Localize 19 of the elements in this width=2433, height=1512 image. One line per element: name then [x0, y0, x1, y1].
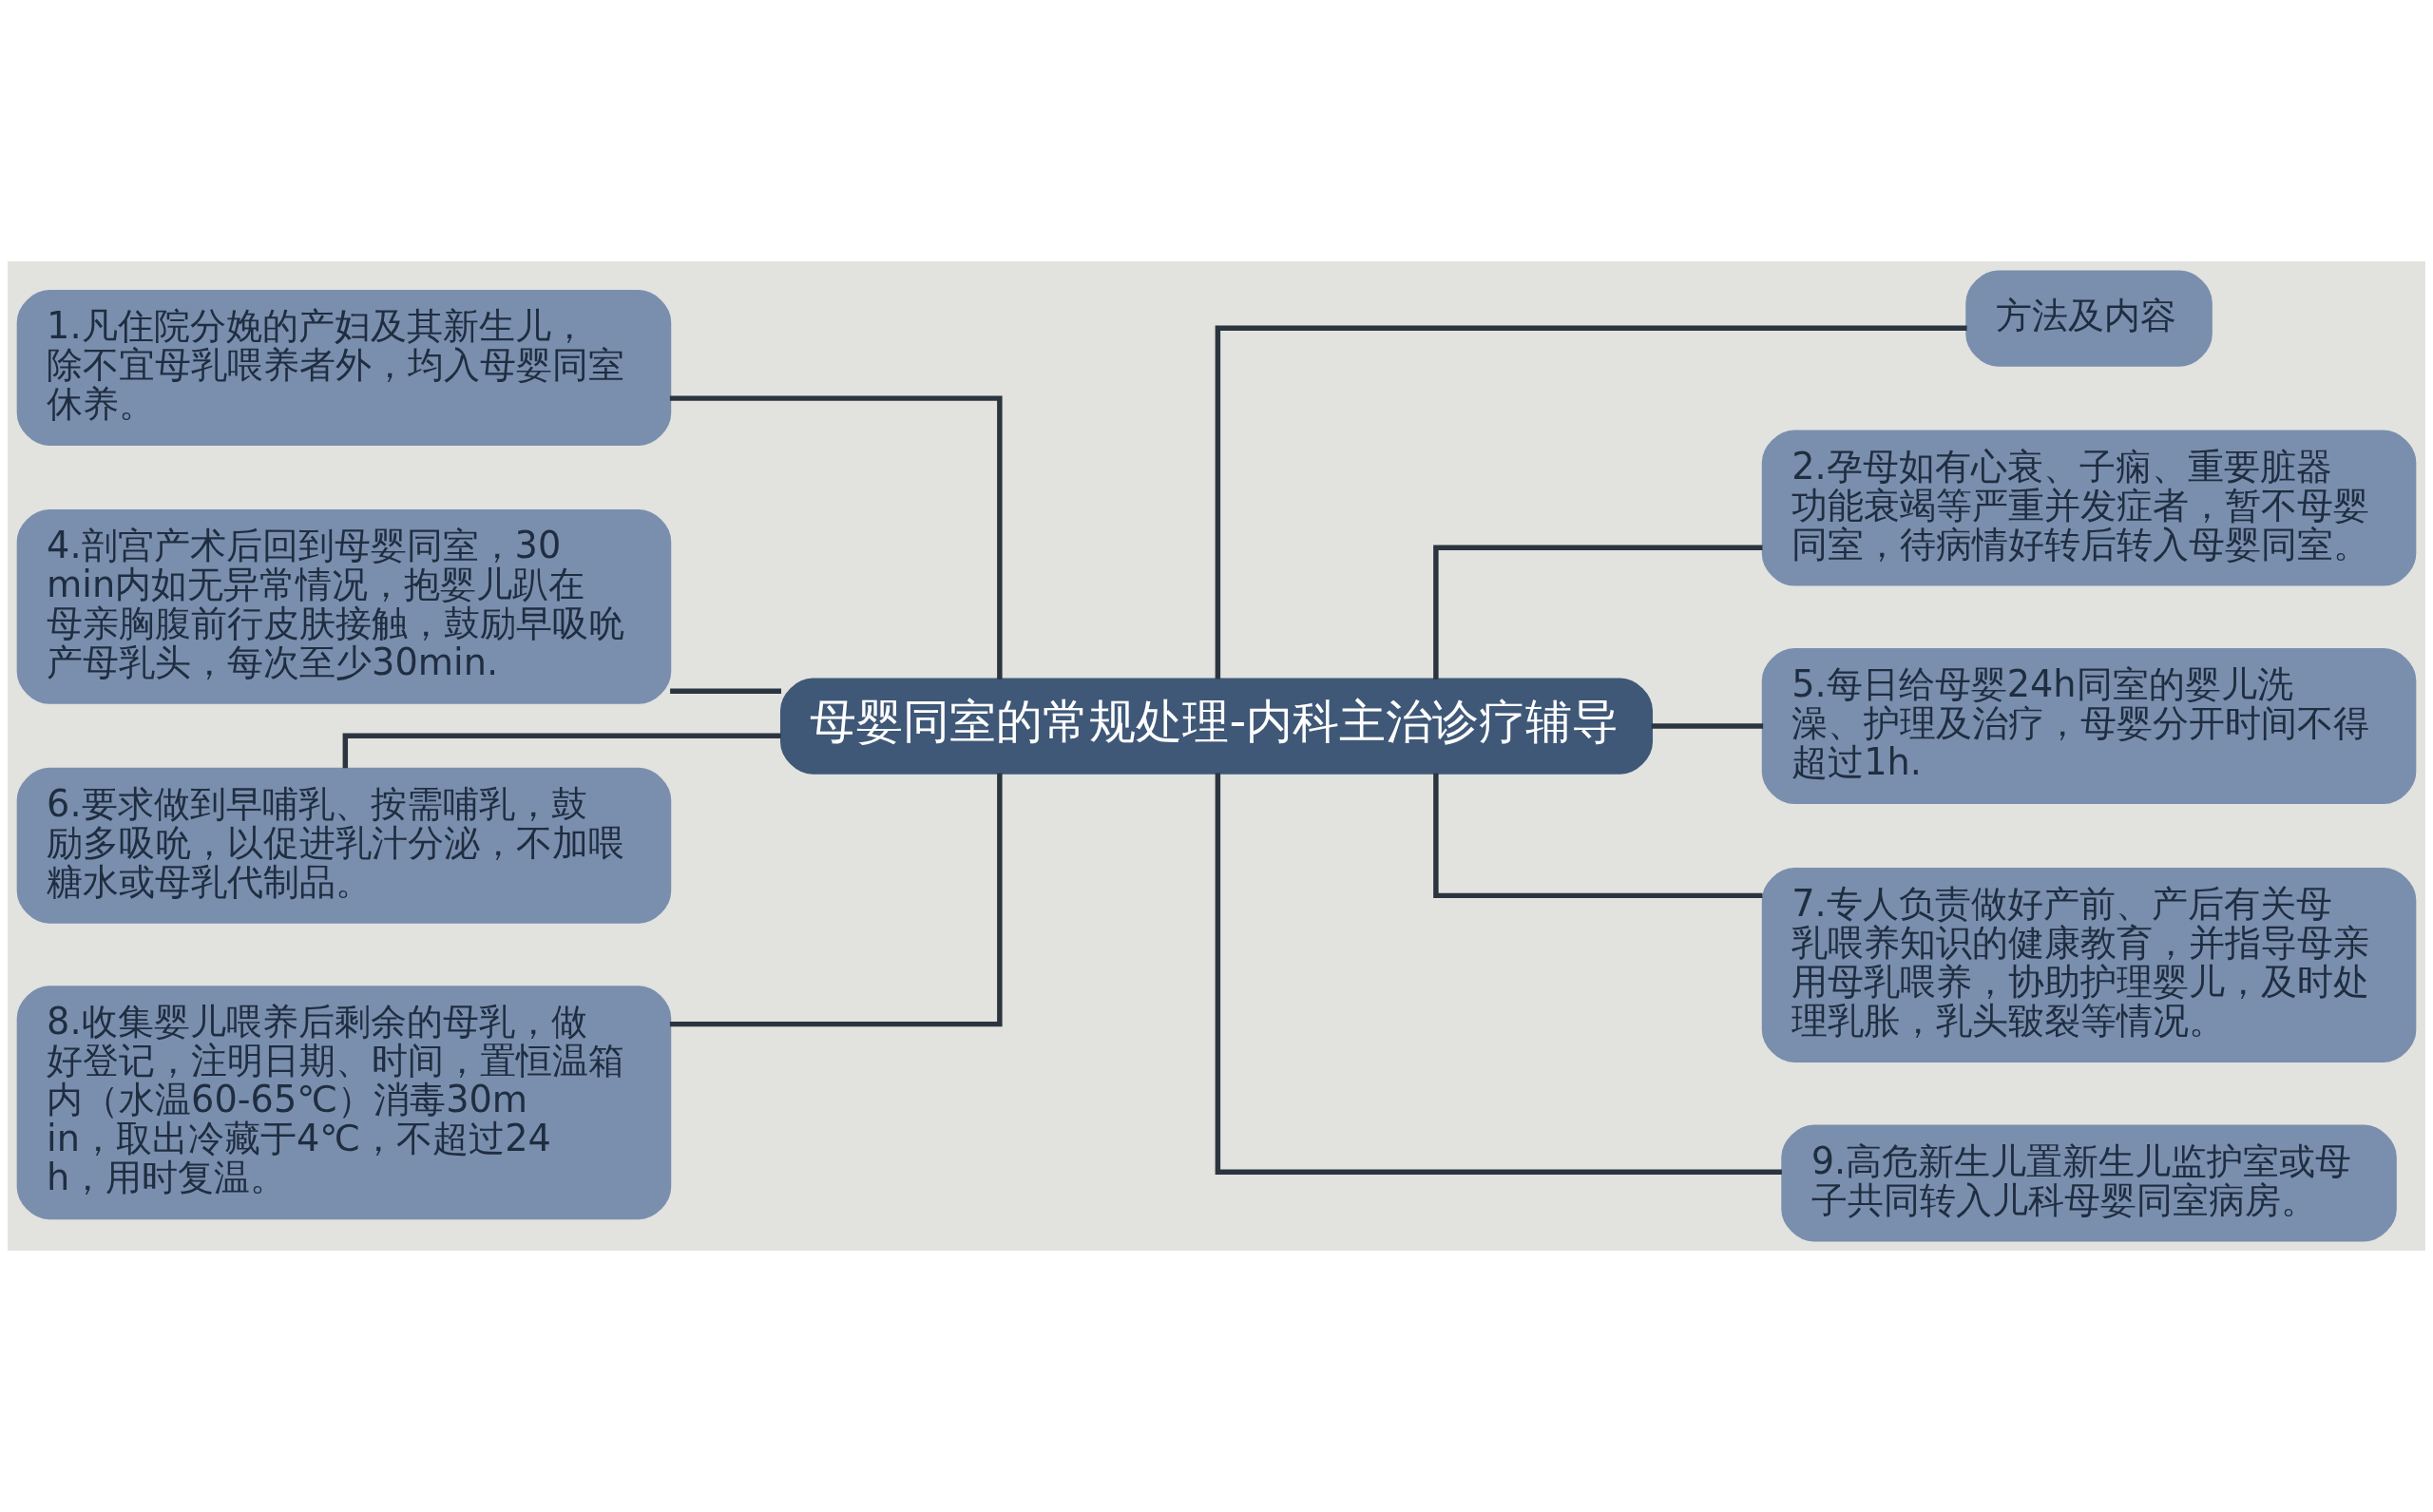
connector: [1433, 545, 1763, 679]
connector: [1433, 773, 1763, 899]
connector: [1215, 773, 1782, 1176]
node-box: 母婴同室的常规处理-内科主治诊疗辅导: [779, 678, 1654, 775]
node-box: 方法及内容: [1965, 270, 2213, 367]
node-box: 6.要求做到早哺乳、按需哺乳，鼓励多吸吮，以促进乳汁分泌，不加喂糖水或母乳代制品。: [16, 767, 672, 924]
node-box: 8.收集婴儿喂养后剩余的母乳，做好登记，注明日期、时间，置恒温箱内（水温60-65℃）消毒30min，取出冷藏于4℃，不超过24h，用时复温。: [16, 986, 672, 1220]
connector: [1215, 325, 1967, 679]
connector: [342, 733, 781, 769]
node-box: 5.每日给母婴24h同室的婴儿洗澡、护理及治疗，母婴分开时间不得超过1h.: [1761, 648, 2417, 805]
node-box: 4.剖宫产术后回到母婴同室，30min内如无异常情况，抱婴儿趴在母亲胸腹前行皮肤接触，鼓励早吸吮产母乳头，每次至少30min.: [16, 508, 672, 704]
node-box: 7.专人负责做好产前、产后有关母乳喂养知识的健康教育，并指导母亲用母乳喂养，协助护理婴儿，及时处理乳胀，乳头皲裂等情况。: [1761, 868, 2417, 1062]
connector: [669, 773, 1003, 1027]
connector: [1651, 723, 1764, 729]
node-box: 9.高危新生儿置新生儿监护室或母子共同转入儿科母婴同室病房。: [1781, 1124, 2397, 1242]
node-box: 2.孕母如有心衰、子痫、重要脏器功能衰竭等严重并发症者，暂不母婴同室，待病情好转后转入母婴同室。: [1761, 430, 2417, 586]
node-box: 1.凡住院分娩的产妇及其新生儿，除不宜母乳喂养者外，均入母婴同室休养。: [16, 290, 672, 446]
connector: [670, 688, 781, 694]
connector: [669, 395, 1003, 679]
